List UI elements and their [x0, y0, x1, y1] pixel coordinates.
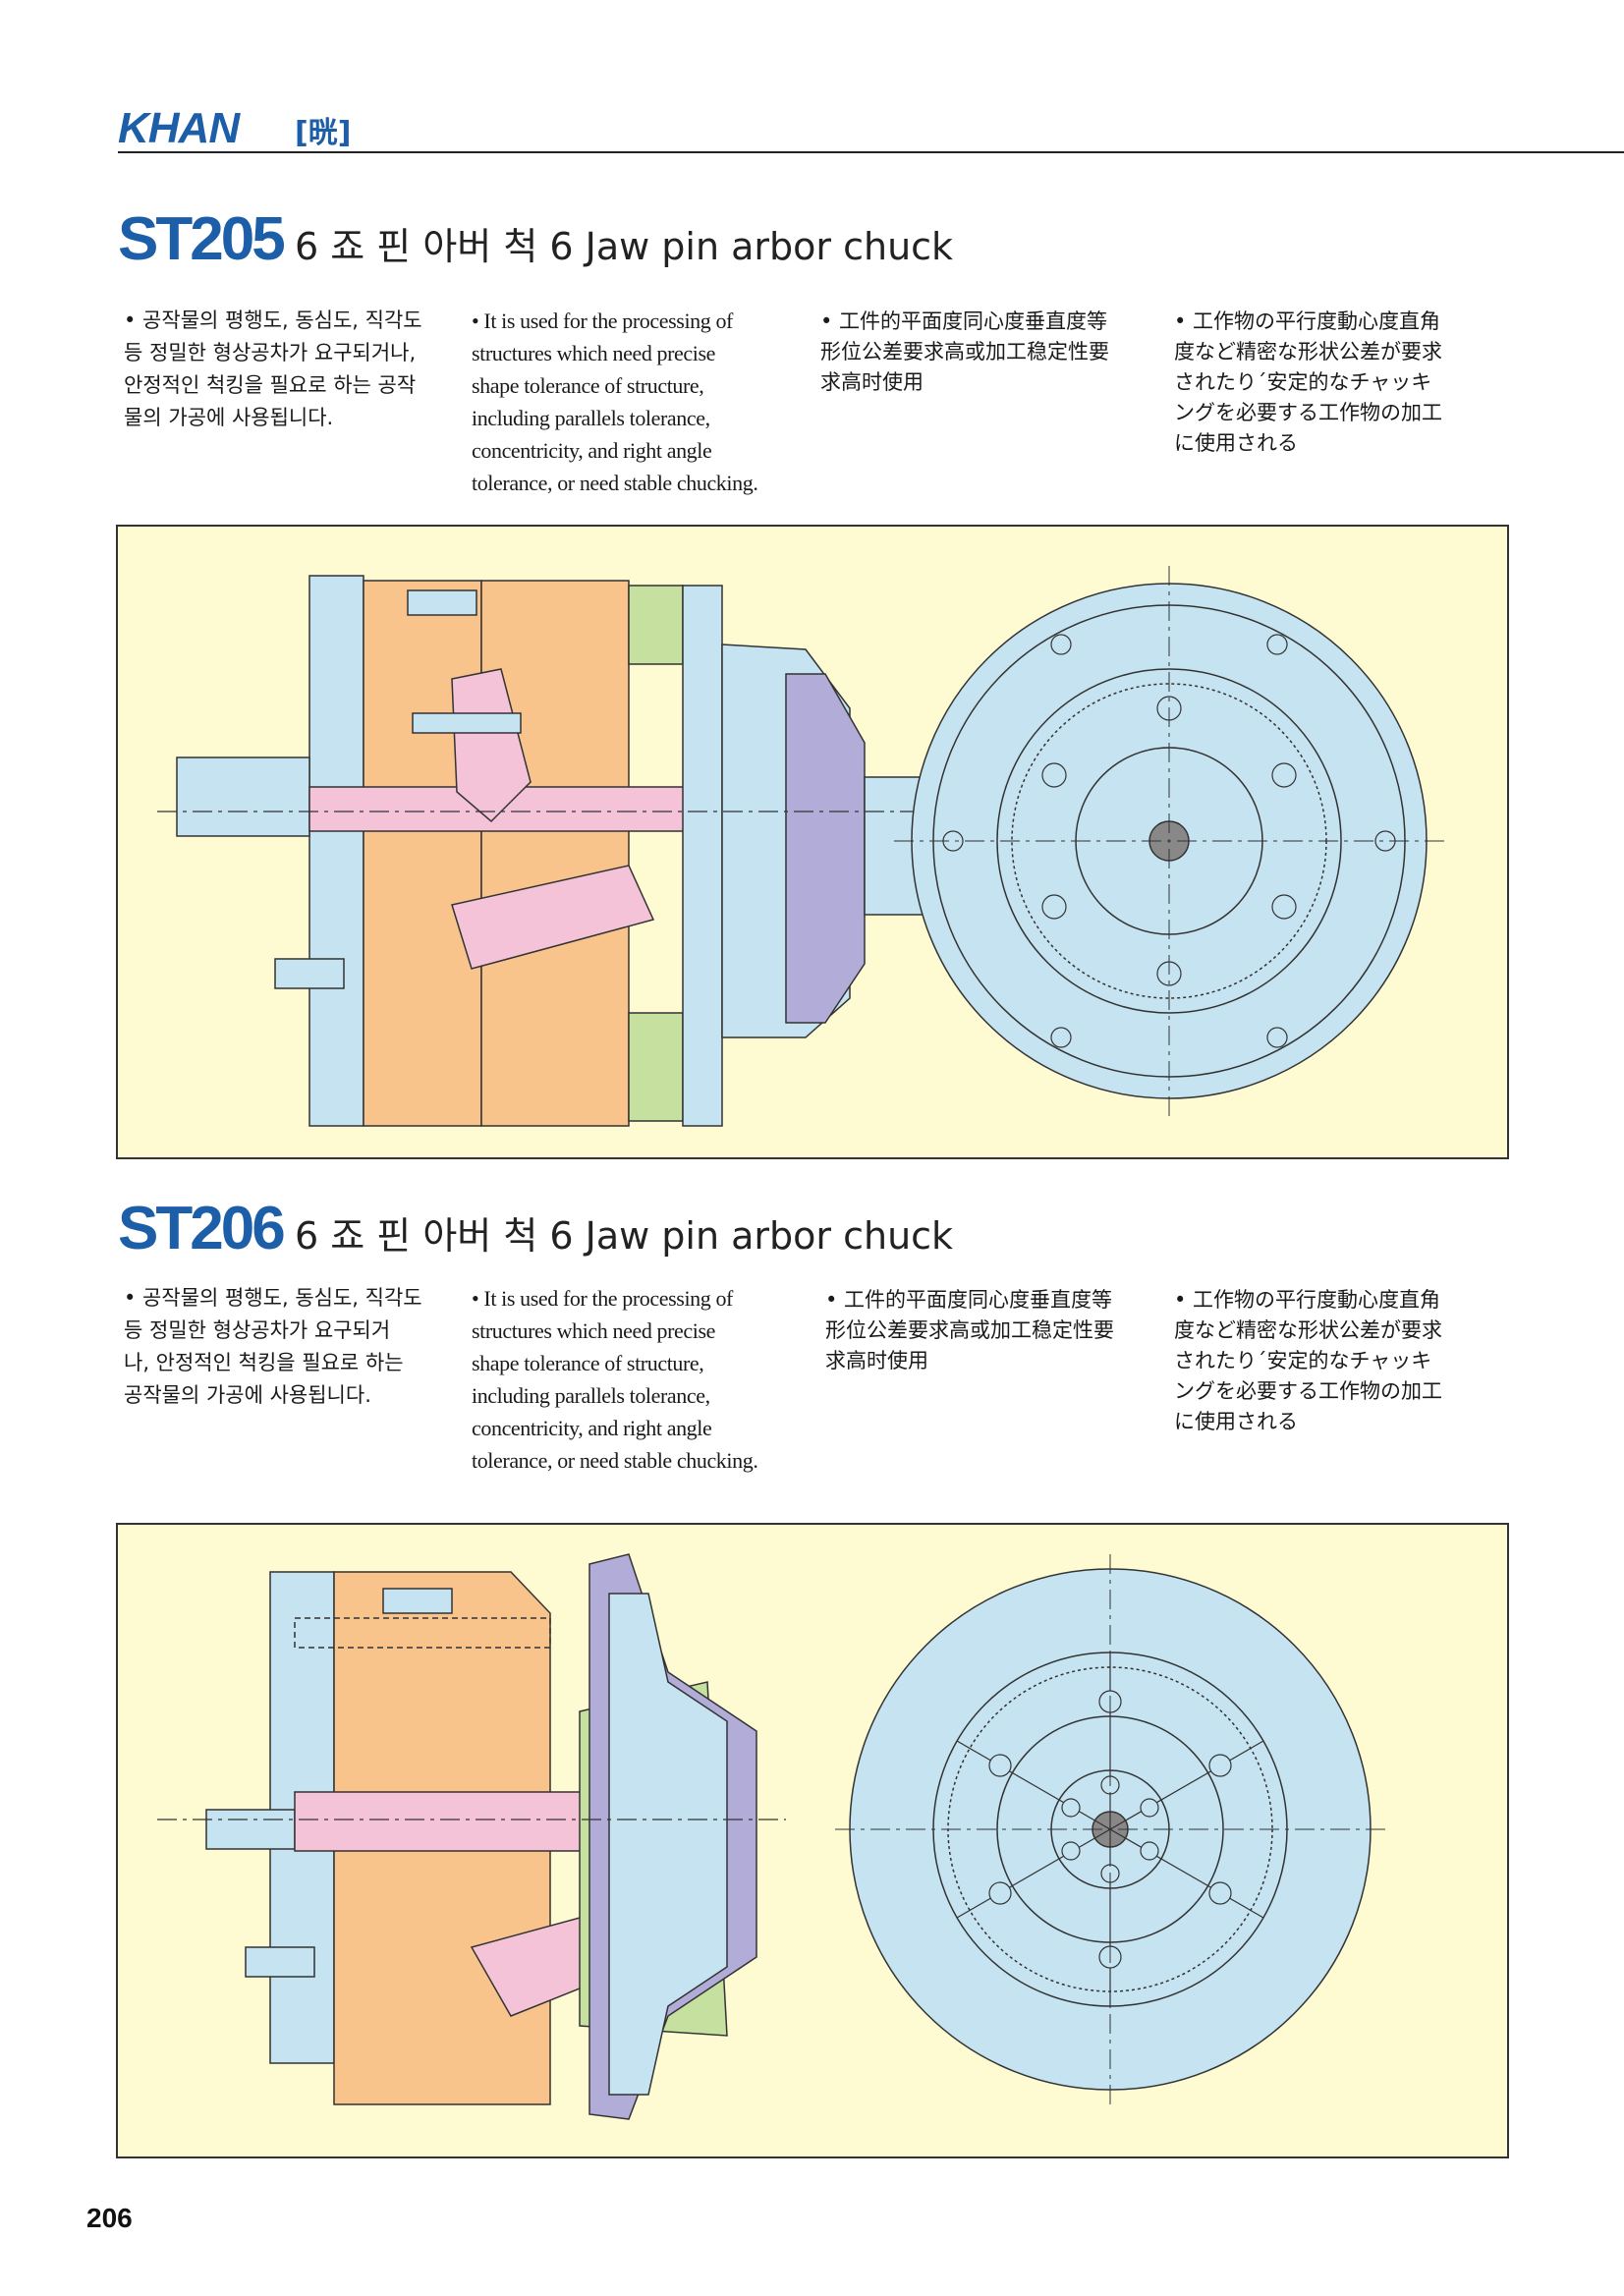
front-ring [682, 585, 723, 1127]
jaw-upper [628, 585, 684, 665]
header-divider [118, 151, 1624, 153]
product-subtitle: 6 죠 핀 아버 척 6 Jaw pin arbor chuck [295, 1214, 954, 1258]
spindle-shaft [176, 756, 310, 837]
description-japanese: • 工作物の平行度動心度直角 度など精密な形状公差が要求 されたり´安定的なチャ… [1174, 1288, 1442, 1433]
description-korean: • 공작물의 평행도, 동심도, 직각도 등 정밀한 형상공차가 요구되거 나,… [124, 1286, 422, 1407]
arbor-sleeve [608, 1593, 728, 2096]
description-english: • It is used for the processing of struc… [472, 1286, 758, 1473]
chuck-drawing-st205 [157, 566, 1444, 1127]
product-subtitle: 6 죠 핀 아버 척 6 Jaw pin arbor chuck [295, 225, 954, 268]
jaw-pin-lower [451, 865, 655, 970]
description-english: • It is used for the processing of struc… [472, 308, 758, 495]
chuck-body-right [480, 580, 630, 1127]
spindle-shaft [205, 1809, 296, 1850]
khan-logo: KHAN [118, 104, 240, 152]
page-number: 206 [86, 2203, 133, 2233]
bolt-upper-hidden [294, 1617, 551, 1649]
draw-bar [308, 786, 743, 832]
bolt-lower [274, 958, 345, 989]
sleeve [785, 673, 866, 1024]
product-code: ST205 [118, 205, 286, 273]
bolt-upper [407, 589, 477, 616]
back-plate [308, 575, 364, 1127]
page-header: KHAN [晄] [118, 98, 1624, 155]
chuck-body-left [363, 580, 482, 1127]
chuck-drawing-st206 [157, 1553, 1385, 2120]
bolt-middle [412, 712, 522, 734]
description-chinese: • 工件的平面度同心度垂直度等 形位公差要求高或加工稳定性要 求高时使用 [820, 309, 1109, 394]
description-japanese: • 工作物の平行度動心度直角 度など精密な形状公差が要求 されたり´安定的なチャ… [1174, 309, 1442, 455]
bolt-top [382, 1588, 453, 1614]
product-code: ST206 [118, 1195, 286, 1262]
bolt-lower [245, 1946, 315, 1978]
drawing-panel-st205 [116, 525, 1509, 1159]
jaw-pin-upper [451, 668, 532, 823]
logo-mark: [晄] [295, 116, 352, 150]
jaw-lower [628, 1012, 684, 1122]
description-chinese: • 工件的平面度同心度垂直度等 形位公差要求高或加工稳定性要 求高时使用 [825, 1288, 1114, 1372]
description-korean: • 공작물의 평행도, 동심도, 직각도 등 정밀한 형상공차가 요구되거나, … [124, 308, 422, 429]
drawing-panel-st206 [116, 1523, 1509, 2158]
